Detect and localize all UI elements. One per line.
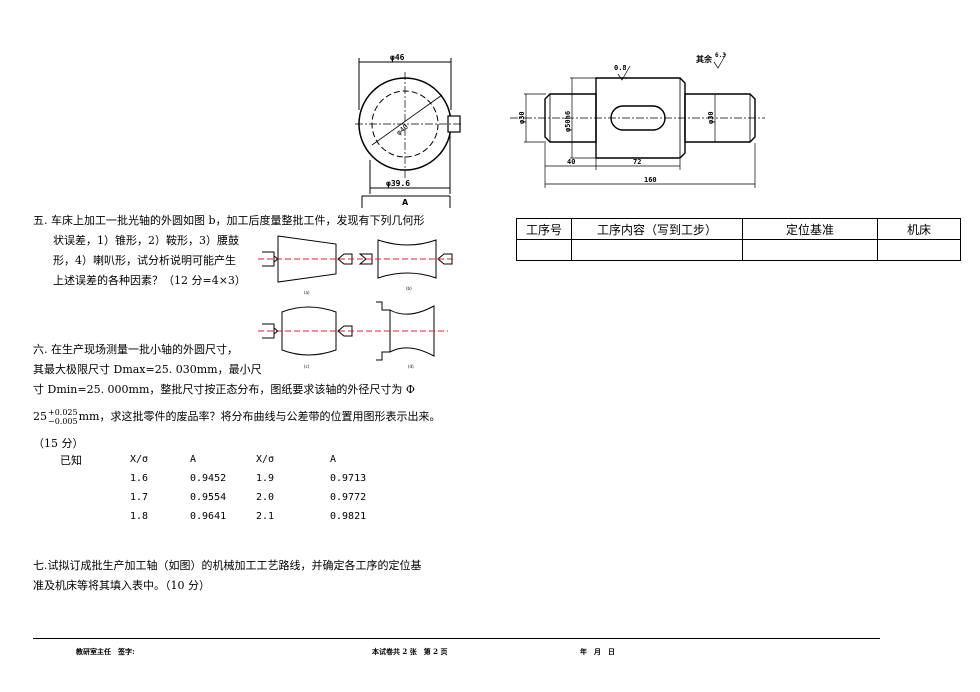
label-b: (b) [406,286,412,291]
q5-line2: 状误差，1）锥形，2）鞍形，3）腰鼓 [53,234,239,247]
label-a: (a) [304,290,310,295]
q5-line1: 五. 车床上加工一批光轴的外圆如图 b，加工后度量整批工件，发现有下列几何形 [33,214,425,227]
q6-line3: 寸 Dmin=25. 000mm，整批尺寸按正态分布，图纸要求该轴的外径尺寸为 … [33,383,415,396]
roughness-all-val: 6.3 [715,52,726,59]
d-left: φ30 [518,111,526,124]
q6-line1: 六. 在生产现场测量一批小轴的外圆尺寸， [33,343,238,356]
dim-inner-text: φ40 [395,123,410,137]
known-h3: A [330,454,337,465]
len1: 40 [567,158,575,166]
question-6: 六. 在生产现场测量一批小轴的外圆尺寸， 其最大极限尺寸 Dmax=25. 03… [33,340,440,454]
known-h1: A [190,454,197,465]
dim-bottom-text: φ39.6 [386,179,410,188]
proc-header-no: 工序号 [516,218,572,240]
known-h2: X/σ [256,454,275,465]
question-5: 五. 车床上加工一批光轴的外圆如图 b，加工后度量整批工件，发现有下列几何形 状… [33,211,425,291]
proc-header-content: 工序内容（写到工步） [571,218,743,240]
q6-upper: +0.025 [48,408,78,417]
dim-top-text: φ46 [390,53,405,62]
footer-rule [33,638,880,639]
q6-tolerance: +0.025−0.005 [48,408,78,426]
roughness-all: 其余 [696,54,713,64]
label-c: (c) [304,364,310,369]
total-len: 160 [644,176,657,184]
table-row [516,239,961,261]
circle-part-drawing: φ46 φ40 φ39.6 A [355,53,462,208]
q7-line1: 七.试拟订成批生产加工轴（如图）的机械加工工艺路线，并确定各工序的定位基 [33,559,422,572]
q6-line2: 其最大极限尺寸 Dmax=25. 030mm，最小尺 [33,363,262,376]
footer-right: 年 月 日 [580,647,615,656]
q6-line4-rest: mm，求这批零件的废品率？将分布曲线与公差带的位置用图形表示出来。 [78,410,441,423]
d-mid: φ50h6 [564,111,572,132]
q5-line4: 上述误差的各种因素？（12 分=4×3） [53,274,246,287]
label-d: (d) [408,364,414,369]
q6-lower: −0.005 [48,417,78,426]
q7-line2: 准及机床等将其填入表中。（10 分） [33,579,210,592]
q6-nominal: 25 [33,410,47,423]
footer-mid: 本试卷共 2 张 第 2 页 [372,647,448,656]
shape-error-diagrams: (a) (b) (c) (d) [258,235,456,369]
process-table: 工序号 工序内容（写到工步） 定位基准 机床 [516,218,961,261]
roughness-val: 0.8 [614,64,627,72]
q6-score: （15 分） [33,437,84,450]
known-label: 已知 [60,453,82,467]
len2: 72 [633,158,641,166]
question-7: 七.试拟订成批生产加工轴（如图）的机械加工工艺路线，并确定各工序的定位基 准及机… [33,556,422,596]
d-right: φ30 [707,111,715,124]
proc-header-datum: 定位基准 [742,218,878,240]
shaft-drawing: 0.8 其余 6.3 φ30 φ50h6 φ30 40 72 160 [510,52,765,188]
known-h0: X/σ [130,454,149,465]
proc-header-machine: 机床 [877,218,961,240]
section-label: A [402,198,409,207]
q5-line3: 形，4）喇叭形，试分析说明可能产生 [53,254,236,267]
footer-left: 教研室主任 签字: [76,647,135,656]
